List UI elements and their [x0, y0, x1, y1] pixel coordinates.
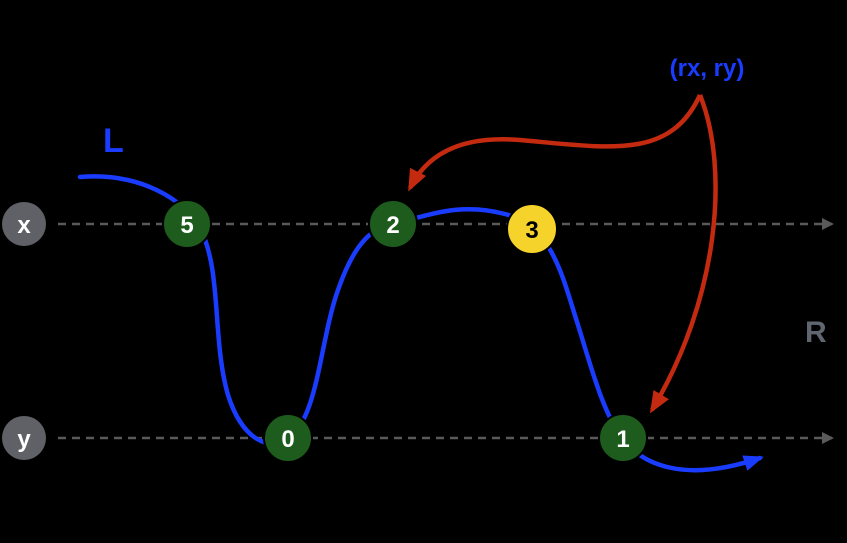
red-arrow-to-node-1: [649, 94, 718, 414]
right-label-r: R: [805, 316, 827, 349]
node-3: 3: [506, 203, 558, 255]
svg-text:2: 2: [386, 212, 399, 239]
svg-text:x: x: [17, 212, 31, 239]
node-5: 5: [162, 199, 212, 249]
curve-l: [77, 174, 764, 473]
node-1: 1: [598, 413, 648, 463]
svg-text:5: 5: [180, 212, 193, 239]
svg-text:0: 0: [281, 426, 294, 453]
y-axis-label: y: [2, 416, 46, 460]
red-arrow-to-node-2: [407, 94, 703, 192]
curve-label-l: L: [103, 122, 124, 160]
svg-text:y: y: [17, 426, 31, 453]
node-0: 0: [263, 413, 313, 463]
coord-label: (rx, ry): [670, 55, 745, 82]
node-2: 2: [368, 199, 418, 249]
x-axis-label: x: [2, 202, 46, 246]
svg-text:1: 1: [616, 426, 629, 453]
svg-text:3: 3: [525, 217, 538, 244]
